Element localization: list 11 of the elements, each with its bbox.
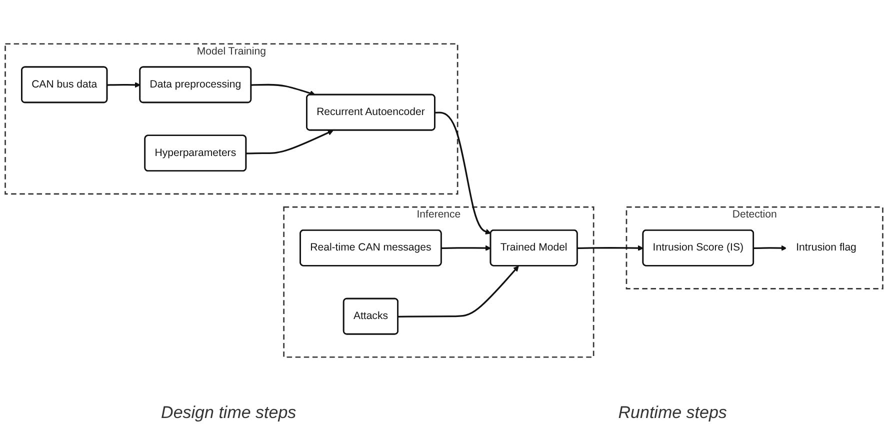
node-text: Intrusion flag: [796, 242, 856, 254]
arrow: [251, 84, 316, 96]
arrow: [246, 130, 334, 154]
arrow: [441, 245, 492, 251]
arrow: [107, 82, 140, 88]
arrow: [435, 112, 492, 234]
brace-caption: Runtime steps: [618, 403, 727, 423]
arrow: [398, 266, 519, 318]
brace-caption: Design time steps: [161, 403, 296, 423]
arrow: [754, 245, 787, 251]
arrow: [577, 245, 644, 251]
